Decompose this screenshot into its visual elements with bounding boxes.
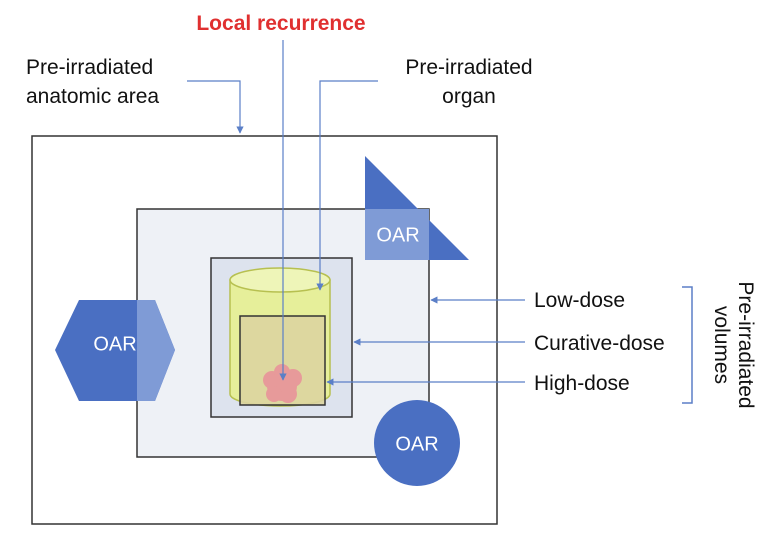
organ-pointer	[316, 80, 378, 291]
anatomic-area-label-line2: anatomic area	[26, 85, 159, 108]
anatomic-area-label-line1: Pre-irradiated	[26, 56, 153, 79]
volumes-label: Pre-irradiated volumes	[710, 281, 757, 408]
volumes-label-line1: Pre-irradiated	[734, 281, 757, 408]
low-dose-label: Low-dose	[534, 289, 625, 312]
oar-circle-label: OAR	[395, 433, 438, 455]
organ-label-line1: Pre-irradiated	[405, 56, 532, 79]
anatomic-area-pointer	[187, 80, 244, 134]
volumes-bracket	[682, 286, 693, 404]
local-recurrence-tumor	[263, 364, 302, 403]
volumes-label-line2: volumes	[710, 306, 733, 384]
oar-triangle-overlap	[365, 209, 429, 260]
oar-circle	[374, 400, 460, 486]
local-recurrence-label: Local recurrence	[196, 12, 365, 35]
curative-dose-label: Curative-dose	[534, 332, 665, 355]
high-dose-label: High-dose	[534, 372, 630, 395]
oar-triangle-label: OAR	[376, 224, 419, 246]
organ-label-line2: organ	[442, 85, 496, 108]
oar-hexagon-overlap	[137, 300, 175, 401]
organ-cylinder-top	[229, 267, 331, 293]
oar-hexagon-label: OAR	[93, 333, 136, 355]
